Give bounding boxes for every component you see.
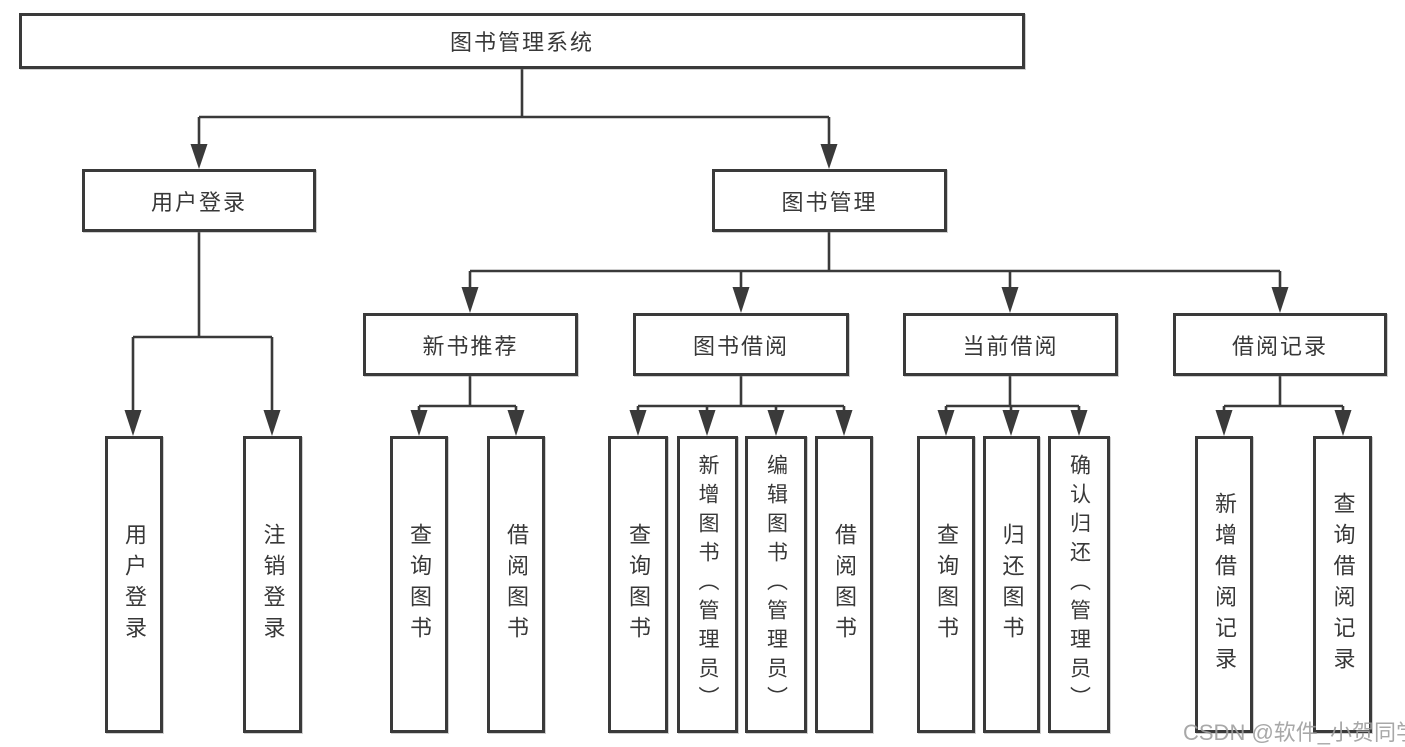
leaf-add-borrow-record: 新增借阅记录 bbox=[1195, 436, 1253, 733]
leaf-query-books-current: 查询图书 bbox=[917, 436, 975, 733]
node-borrow-records: 借阅记录 bbox=[1173, 313, 1387, 376]
connector-borrow-to-leaves bbox=[629, 376, 853, 436]
leaf-borrow-books-recommend: 借阅图书 bbox=[487, 436, 545, 733]
node-book-management: 图书管理 bbox=[712, 169, 947, 232]
leaf-query-books-recommend: 查询图书 bbox=[390, 436, 448, 733]
leaf-edit-book-admin: 编辑图书（管理员） bbox=[745, 436, 807, 733]
node-current-borrow: 当前借阅 bbox=[903, 313, 1118, 376]
node-library-system: 图书管理系统 bbox=[19, 13, 1025, 69]
node-user-login: 用户登录 bbox=[82, 169, 316, 232]
leaf-confirm-return-admin: 确认归还（管理员） bbox=[1048, 436, 1110, 733]
leaf-return-book: 归还图书 bbox=[983, 436, 1040, 733]
connector-root-to-level2 bbox=[190, 69, 838, 169]
node-new-book-recommend: 新书推荐 bbox=[363, 313, 578, 376]
node-book-borrow: 图书借阅 bbox=[633, 313, 849, 376]
connector-recommend-to-leaves bbox=[410, 376, 525, 436]
connector-mgmt-to-level3 bbox=[461, 232, 1289, 313]
watermark-text: CSDN @软件_小贺同学 bbox=[1183, 720, 1405, 745]
connector-records-to-leaves bbox=[1215, 376, 1352, 436]
leaf-user-login: 用户登录 bbox=[105, 436, 163, 733]
leaf-query-books-borrow: 查询图书 bbox=[608, 436, 668, 733]
leaf-query-borrow-record: 查询借阅记录 bbox=[1313, 436, 1372, 733]
connector-login-to-leaves bbox=[124, 232, 281, 436]
leaf-borrow-books: 借阅图书 bbox=[815, 436, 873, 733]
connector-current-to-leaves bbox=[937, 376, 1088, 436]
leaf-add-book-admin: 新增图书（管理员） bbox=[677, 436, 738, 733]
leaf-logout: 注销登录 bbox=[243, 436, 302, 733]
